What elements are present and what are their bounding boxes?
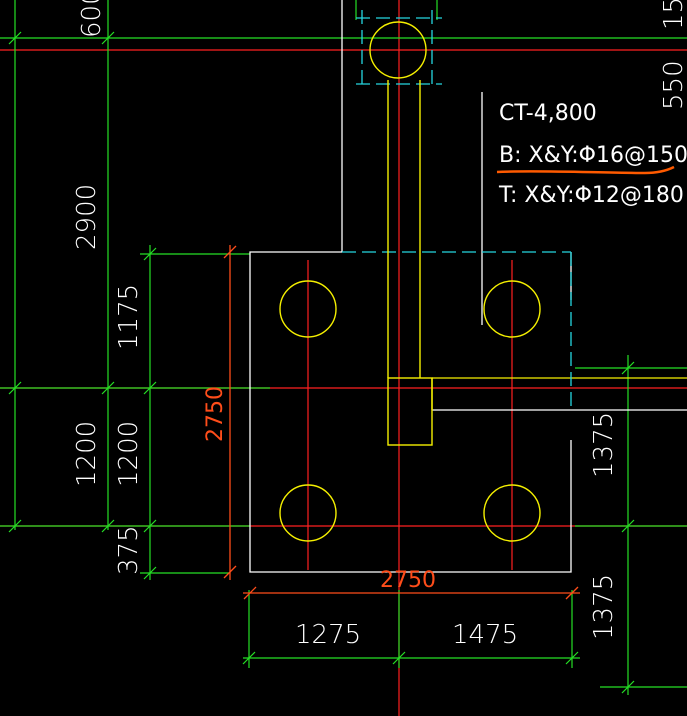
dim-right-1375-upper: 1375 — [589, 412, 619, 478]
dim-top-left-600: 600 — [77, 0, 107, 38]
dim-left-375: 375 — [114, 525, 144, 575]
dim-left-1200-inner: 1200 — [114, 421, 144, 487]
dim-bottom-1475: 1475 — [452, 620, 518, 650]
cap-note: CT-4,800 B: X&Y:Φ16@150 T: X&Y:Φ12@180 — [496, 101, 687, 208]
dim-bottom-1275: 1275 — [295, 620, 361, 650]
pile-circle — [369, 21, 427, 79]
cap-dimensions — [223, 245, 580, 600]
pile-circle — [279, 484, 337, 542]
dimension-lines — [0, 0, 687, 695]
column-block — [387, 377, 433, 446]
pile-circle — [483, 484, 541, 542]
bottom-rebar-note: B: X&Y:Φ16@150 — [499, 143, 687, 168]
dim-cap-height-2750: 2750 — [203, 386, 228, 442]
highlight-underline — [496, 165, 675, 175]
dim-right-1375-lower: 1375 — [589, 574, 619, 640]
piles — [279, 21, 541, 542]
cap-label: CT-4,800 — [499, 101, 597, 126]
dim-left-2900: 2900 — [72, 184, 102, 250]
top-rebar-note: T: X&Y:Φ12@180 — [498, 183, 684, 208]
structure-yellow — [387, 80, 433, 446]
pile-circle — [279, 280, 337, 338]
dim-cap-width-2750: 2750 — [380, 568, 436, 593]
dim-left-1200-outer: 1200 — [72, 421, 102, 487]
dim-top-right-15: 15 — [659, 0, 687, 30]
pile-circle — [483, 280, 541, 338]
dim-right-550: 550 — [659, 60, 687, 110]
dim-left-1175: 1175 — [114, 284, 144, 350]
hidden-lines — [342, 10, 572, 410]
dimension-texts: 600 15 550 2900 1175 1200 1200 375 2750 … — [72, 0, 687, 650]
cap-outline — [249, 0, 687, 573]
